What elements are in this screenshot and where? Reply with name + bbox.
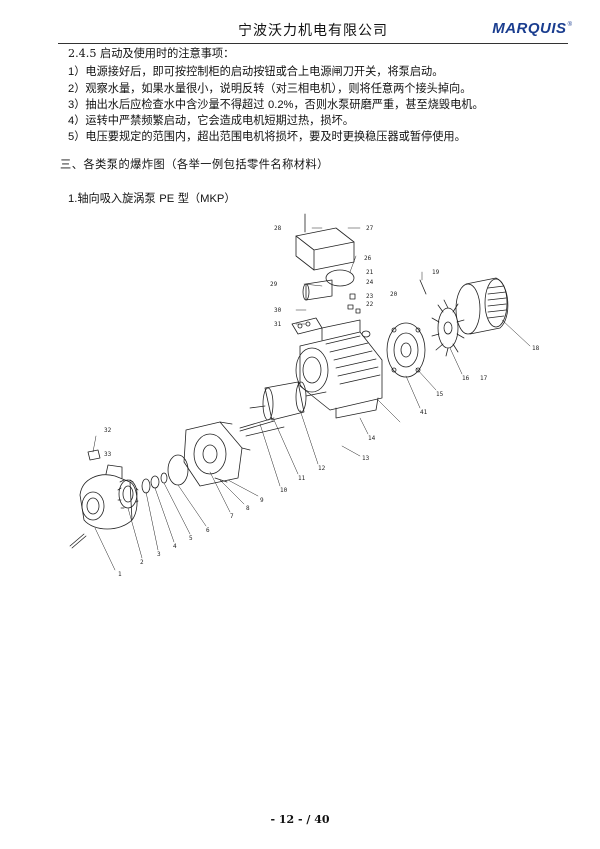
part-label: 31 — [274, 321, 282, 328]
list-item: 4）运转中严禁频繁启动，它会造成电机短期过热，损坏。 — [68, 113, 354, 129]
part-label: 32 — [104, 427, 112, 434]
part-label: 13 — [362, 455, 370, 462]
item-text: 电压要规定的范围内，超出范围电机将损坏，要及时更换稳压器或暂停使用。 — [85, 130, 466, 143]
gasket-part — [325, 269, 355, 287]
sand-limit-value: 0.2% — [267, 99, 294, 111]
pump-casing-part — [69, 464, 138, 549]
part-label: 7 — [230, 513, 234, 520]
mechanical-seal-parts — [141, 472, 168, 494]
exploded-view-diagram: 1 2 3 4 5 6 7 8 9 10 11 12 13 14 41 15 1… — [60, 210, 560, 590]
bolt-part — [419, 279, 427, 295]
pump-exploded-drawing: 1 2 3 4 5 6 7 8 9 10 11 12 13 14 41 15 1… — [69, 213, 540, 578]
fan-cover-part — [455, 277, 509, 335]
figure-name: 轴向吸入旋涡泵 — [77, 192, 156, 205]
part-label: 8 — [246, 505, 250, 512]
impeller-part — [117, 479, 139, 509]
part-label: 19 — [432, 269, 440, 276]
leader-lines — [92, 227, 531, 571]
part-label: 30 — [274, 307, 282, 314]
part-label: 5 — [189, 535, 193, 542]
part-label: 11 — [298, 475, 306, 482]
part-label: 27 — [366, 225, 374, 232]
screw-part — [214, 477, 228, 483]
item-number: 2） — [68, 83, 86, 95]
part-label: 18 — [532, 345, 540, 352]
list-item: 5）电压要规定的范围内，超出范围电机将损坏，要及时更换稳压器或暂停使用。 — [68, 129, 466, 145]
section-title: 2.4.5 启动及使用时的注意事项： — [68, 47, 235, 60]
figure-number: 1. — [68, 193, 78, 205]
o-ring-part — [167, 454, 189, 486]
shaft-parts — [239, 417, 285, 437]
part-label: 16 — [462, 375, 470, 382]
part-label: 15 — [436, 391, 444, 398]
item-number: 3） — [68, 99, 86, 111]
small-hardware-parts — [347, 293, 371, 338]
part-label: 12 — [318, 465, 326, 472]
part-label: 10 — [280, 487, 288, 494]
part-label: 2 — [140, 559, 144, 566]
terminal-block-part — [291, 317, 323, 335]
list-item: 2）观察水量，如果水量很小，说明反转（对三相电机），则将任意两个接头掉向。 — [68, 81, 471, 97]
part-label: 17 — [480, 375, 488, 382]
item-number: 4） — [68, 115, 86, 127]
part-label: 21 — [366, 269, 374, 276]
marquis-logo: MARQUIS ® — [492, 20, 572, 37]
part-label: 3 — [157, 551, 161, 558]
part-label: 28 — [274, 225, 282, 232]
part-label: 41 — [420, 409, 428, 416]
logo-text: MARQUIS — [492, 20, 567, 37]
model-code: PE — [159, 193, 175, 205]
company-name: 宁波沃力机电有限公司 — [238, 23, 388, 39]
item-text: 运转中严禁频繁启动，它会造成电机短期过热，损坏。 — [85, 114, 354, 127]
item-text: ，否则水泵研磨严重，甚至烧毁电机。 — [293, 98, 484, 111]
part-label: 23 — [366, 293, 374, 300]
model-code-mkp: MKP — [200, 193, 225, 205]
part-label: 20 — [390, 291, 398, 298]
part-label: 26 — [364, 255, 372, 262]
motor-housing-part — [295, 319, 383, 419]
close-paren: ） — [224, 192, 236, 205]
list-item: 1）电源接好后，即可按控制柜的启动按钮或合上电源闸刀开关，将泵启动。 — [68, 64, 443, 80]
item-text: 电源接好后，即可按控制柜的启动按钮或合上电源闸刀开关，将泵启动。 — [85, 65, 444, 78]
page-number: - 12 - / 40 — [270, 813, 330, 826]
part-label: 9 — [260, 497, 264, 504]
part-label: 14 — [368, 435, 376, 442]
type-word: 型（ — [177, 192, 201, 205]
part-label: 1 — [118, 571, 122, 578]
registered-mark: ® — [567, 21, 572, 28]
item-text: 抽出水后应检查水中含沙量不得超过 — [85, 98, 268, 111]
rotor-part — [249, 381, 327, 421]
item-number: 1） — [68, 66, 86, 78]
item-number: 5） — [68, 131, 86, 143]
part-labels: 1 2 3 4 5 6 7 8 9 10 11 12 13 14 41 15 1… — [104, 225, 540, 578]
part-label: 33 — [104, 451, 112, 458]
nut-part — [87, 449, 101, 461]
terminal-box-cover-part — [295, 227, 355, 271]
part-label: 22 — [366, 301, 374, 308]
part-label: 6 — [206, 527, 210, 534]
section-three-title: 三、各类泵的爆炸图（各举一例包括零件名称材料） — [60, 158, 329, 171]
end-cover-part — [386, 322, 426, 378]
pump-cover-part — [183, 421, 251, 487]
item-text: 观察水量，如果水量很小，说明反转（对三相电机），则将任意两个接头掉向。 — [85, 82, 472, 95]
part-label: 24 — [366, 279, 374, 286]
fan-part — [431, 299, 465, 357]
part-label: 29 — [270, 281, 278, 288]
list-item: 3）抽出水后应检查水中含沙量不得超过 0.2%，否则水泵研磨严重，甚至烧毁电机。 — [68, 97, 484, 113]
part-label: 4 — [173, 543, 177, 550]
capacitor-part — [302, 279, 333, 301]
page-header: 宁波沃力机电有限公司 MARQUIS ® — [58, 14, 572, 44]
header-rule — [58, 43, 568, 44]
figure-title: 1.轴向吸入旋涡泵 PE 型（MKP） — [68, 191, 236, 207]
